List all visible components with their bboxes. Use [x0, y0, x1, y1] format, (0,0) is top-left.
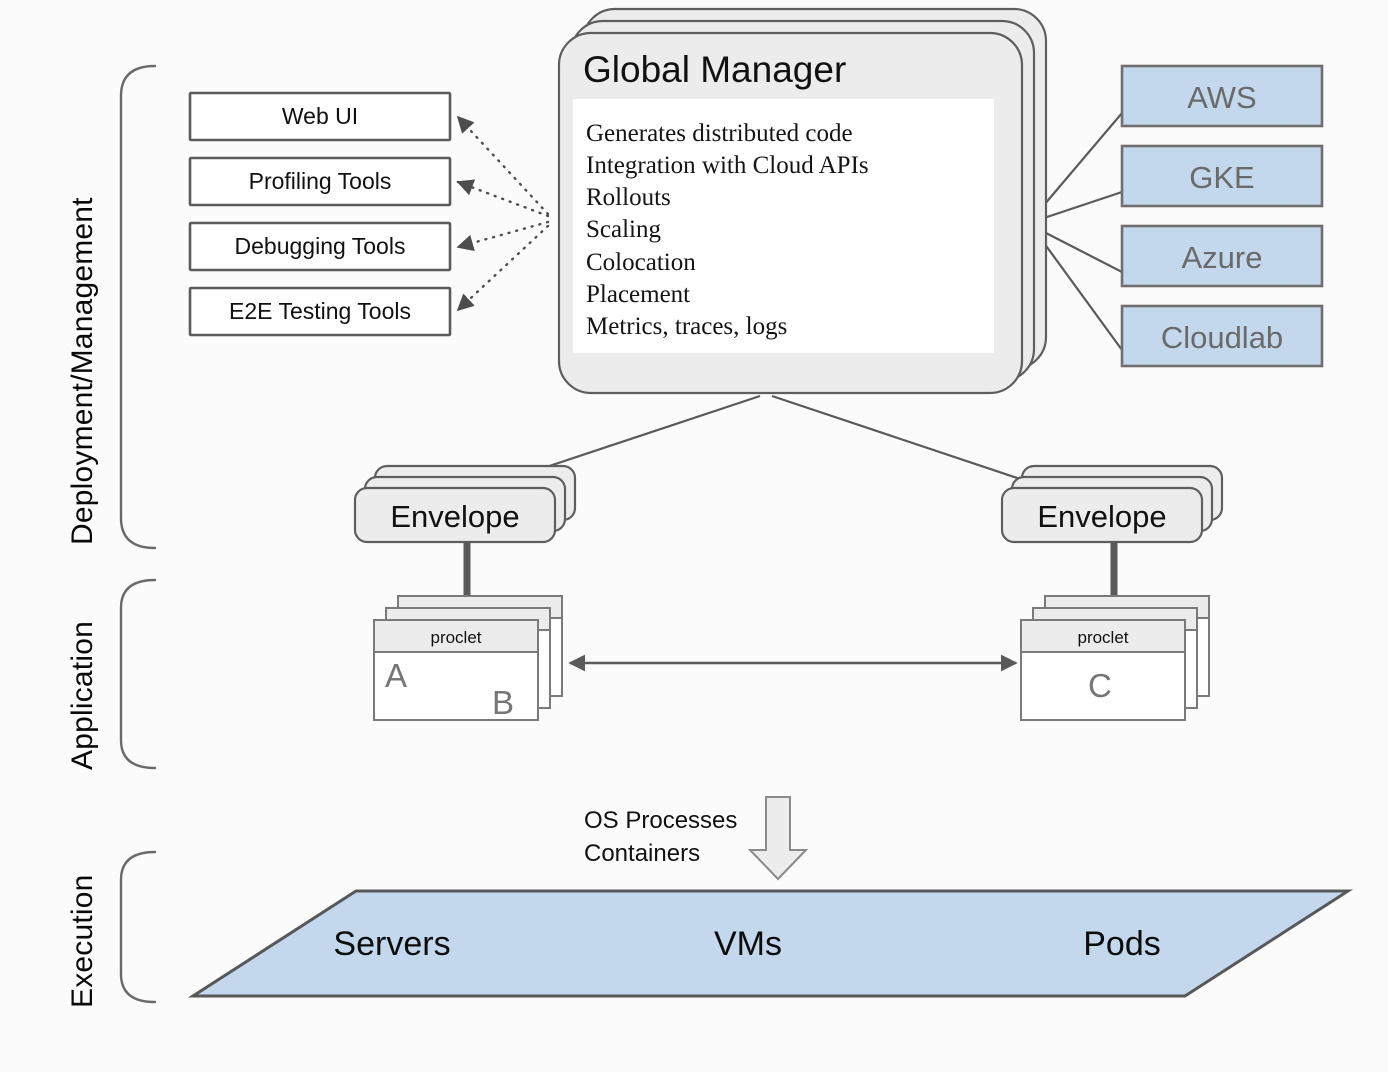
global-manager[interactable]: Global Manager Generates distributed cod…: [557, 7, 1048, 395]
link-to-cloudlab: [1043, 242, 1123, 351]
cloud-label: AWS: [1187, 80, 1256, 115]
os-note-line-2: Containers: [584, 840, 700, 867]
link-to-azure: [1043, 231, 1123, 273]
responsibility-item: Scaling: [586, 216, 661, 243]
tool-box-e2e-testing[interactable]: E2E Testing Tools: [188, 286, 452, 337]
proclet-component-label-b: B: [492, 684, 514, 721]
global-manager-title: Global Manager: [583, 49, 846, 90]
proclet-header-label: proclet: [430, 628, 481, 647]
responsibility-item: Generates distributed code: [586, 120, 853, 147]
tool-box-profiling[interactable]: Profiling Tools: [188, 156, 452, 207]
proclet-stack-left[interactable]: proclet A B: [373, 595, 563, 721]
layer-application: Application: [66, 578, 157, 770]
cloud-box-rect[interactable]: [1120, 304, 1324, 368]
layer-bracket-deployment: [119, 64, 157, 550]
tool-box-web-ui[interactable]: Web UI: [188, 91, 452, 142]
proclet-stack-right[interactable]: proclet C: [1020, 595, 1210, 721]
layer-label-application: Application: [66, 621, 99, 770]
cloud-box-gke[interactable]: GKE: [1120, 144, 1324, 208]
envelope-right-group[interactable]: Envelope proclet C: [1000, 464, 1224, 721]
responsibility-item: Rollouts: [586, 184, 671, 211]
platform-label-vms: VMs: [714, 925, 782, 963]
proclet-header-label: proclet: [1077, 628, 1128, 647]
platform-parallelogram: [187, 889, 1354, 998]
cloud-box-rect[interactable]: [1120, 64, 1324, 128]
tool-box-rect[interactable]: [188, 286, 452, 337]
cloud-box-azure[interactable]: Azure: [1120, 224, 1324, 288]
layer-bracket-application: [119, 578, 157, 770]
cloud-label: Azure: [1182, 240, 1263, 275]
proclet-component-label-c: C: [1088, 667, 1112, 704]
envelope-left-group[interactable]: Envelope proclet A B: [353, 464, 577, 721]
tools-group: Web UI Profiling Tools Debugging Tools E…: [188, 91, 452, 337]
tool-box-rect[interactable]: [188, 156, 452, 207]
proclet-component-label-a: A: [385, 657, 407, 694]
proclet-card-front-head: [1020, 619, 1186, 653]
responsibility-item: Placement: [586, 281, 690, 308]
envelope-label: Envelope: [390, 499, 519, 534]
cloud-box-rect[interactable]: [1120, 224, 1324, 288]
layer-label-deployment: Deployment/Management: [66, 197, 99, 545]
links-global-manager-to-clouds: [1043, 112, 1123, 351]
tool-box-debugging[interactable]: Debugging Tools: [188, 221, 452, 272]
link-to-gke: [1043, 190, 1123, 220]
dotted-link-to-debugging: [456, 220, 550, 252]
cloud-label: GKE: [1189, 160, 1254, 195]
layer-execution: Execution: [66, 850, 157, 1008]
down-arrow-icon: [747, 796, 809, 881]
os-note-line-1: OS Processes: [584, 807, 737, 834]
dotted-link-to-profiling: [456, 179, 550, 218]
execution-note-group: OS Processes Containers: [584, 796, 809, 881]
platform-label-pods: Pods: [1083, 925, 1161, 963]
layer-deployment: Deployment/Management: [66, 64, 157, 550]
cloud-box-cloudlab[interactable]: Cloudlab: [1120, 304, 1324, 368]
responsibility-item: Integration with Cloud APIs: [586, 152, 869, 179]
cloud-box-aws[interactable]: AWS: [1120, 64, 1324, 128]
link-to-aws: [1043, 112, 1123, 206]
layer-label-execution: Execution: [66, 874, 99, 1008]
dotted-link-to-e2e-testing: [456, 224, 550, 312]
execution-platform-group: Servers VMs Pods: [187, 889, 1354, 998]
envelope-label: Envelope: [1037, 499, 1166, 534]
dotted-links-global-manager-to-tools: [456, 115, 550, 312]
cloud-targets-group: AWS GKE Azure Cloudlab: [1120, 64, 1324, 368]
tool-box-rect[interactable]: [188, 221, 452, 272]
layer-bracket-execution: [119, 850, 157, 1004]
cloud-box-rect[interactable]: [1120, 144, 1324, 208]
dotted-link-to-web-ui: [456, 115, 550, 216]
responsibility-item: Colocation: [586, 249, 696, 276]
global-manager-panel: [573, 99, 994, 353]
tool-label: E2E Testing Tools: [229, 298, 411, 324]
tool-label: Debugging Tools: [235, 233, 406, 259]
envelope-card-front[interactable]: [1000, 486, 1204, 544]
cloud-label: Cloudlab: [1161, 320, 1283, 355]
proclet-card-front-head: [373, 619, 539, 653]
responsibility-item: Metrics, traces, logs: [586, 313, 787, 340]
tool-label: Web UI: [282, 103, 358, 129]
platform-label-servers: Servers: [333, 925, 450, 963]
envelope-card-front[interactable]: [353, 486, 557, 544]
tool-label: Profiling Tools: [249, 168, 392, 194]
global-manager-responsibility-list: Generates distributed code Integration w…: [586, 120, 869, 340]
tool-box-rect[interactable]: [188, 91, 452, 142]
